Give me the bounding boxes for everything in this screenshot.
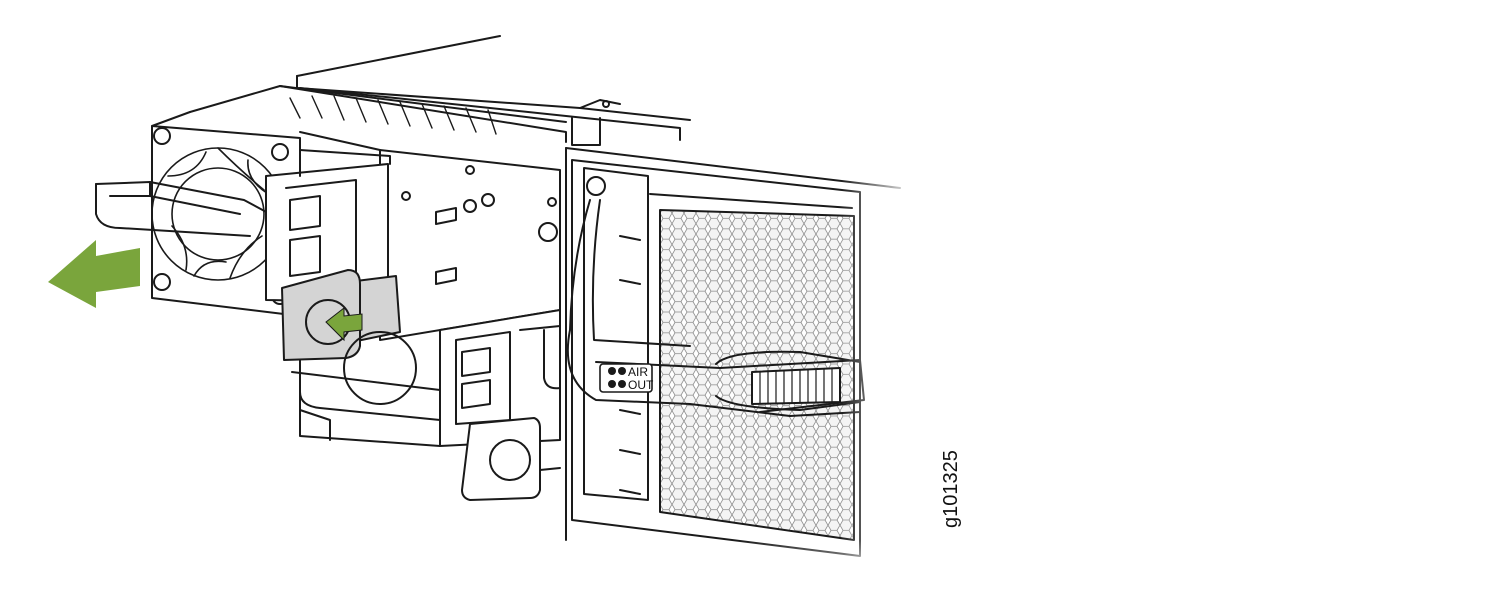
chassis-top xyxy=(296,35,691,146)
fade-bottom xyxy=(560,540,920,580)
figure-id-label: g101325 xyxy=(940,450,962,528)
badge-line-1: AIR xyxy=(628,365,648,379)
psu-handle[interactable] xyxy=(95,181,271,237)
air-out-fan-icon xyxy=(608,367,626,388)
fade-right xyxy=(840,150,920,580)
arrow-push-icon xyxy=(325,306,363,342)
lower-psu xyxy=(291,309,561,501)
badge-line-2: OUT xyxy=(628,378,654,392)
arrow-left-icon xyxy=(48,240,140,308)
release-latch[interactable] xyxy=(281,269,401,361)
